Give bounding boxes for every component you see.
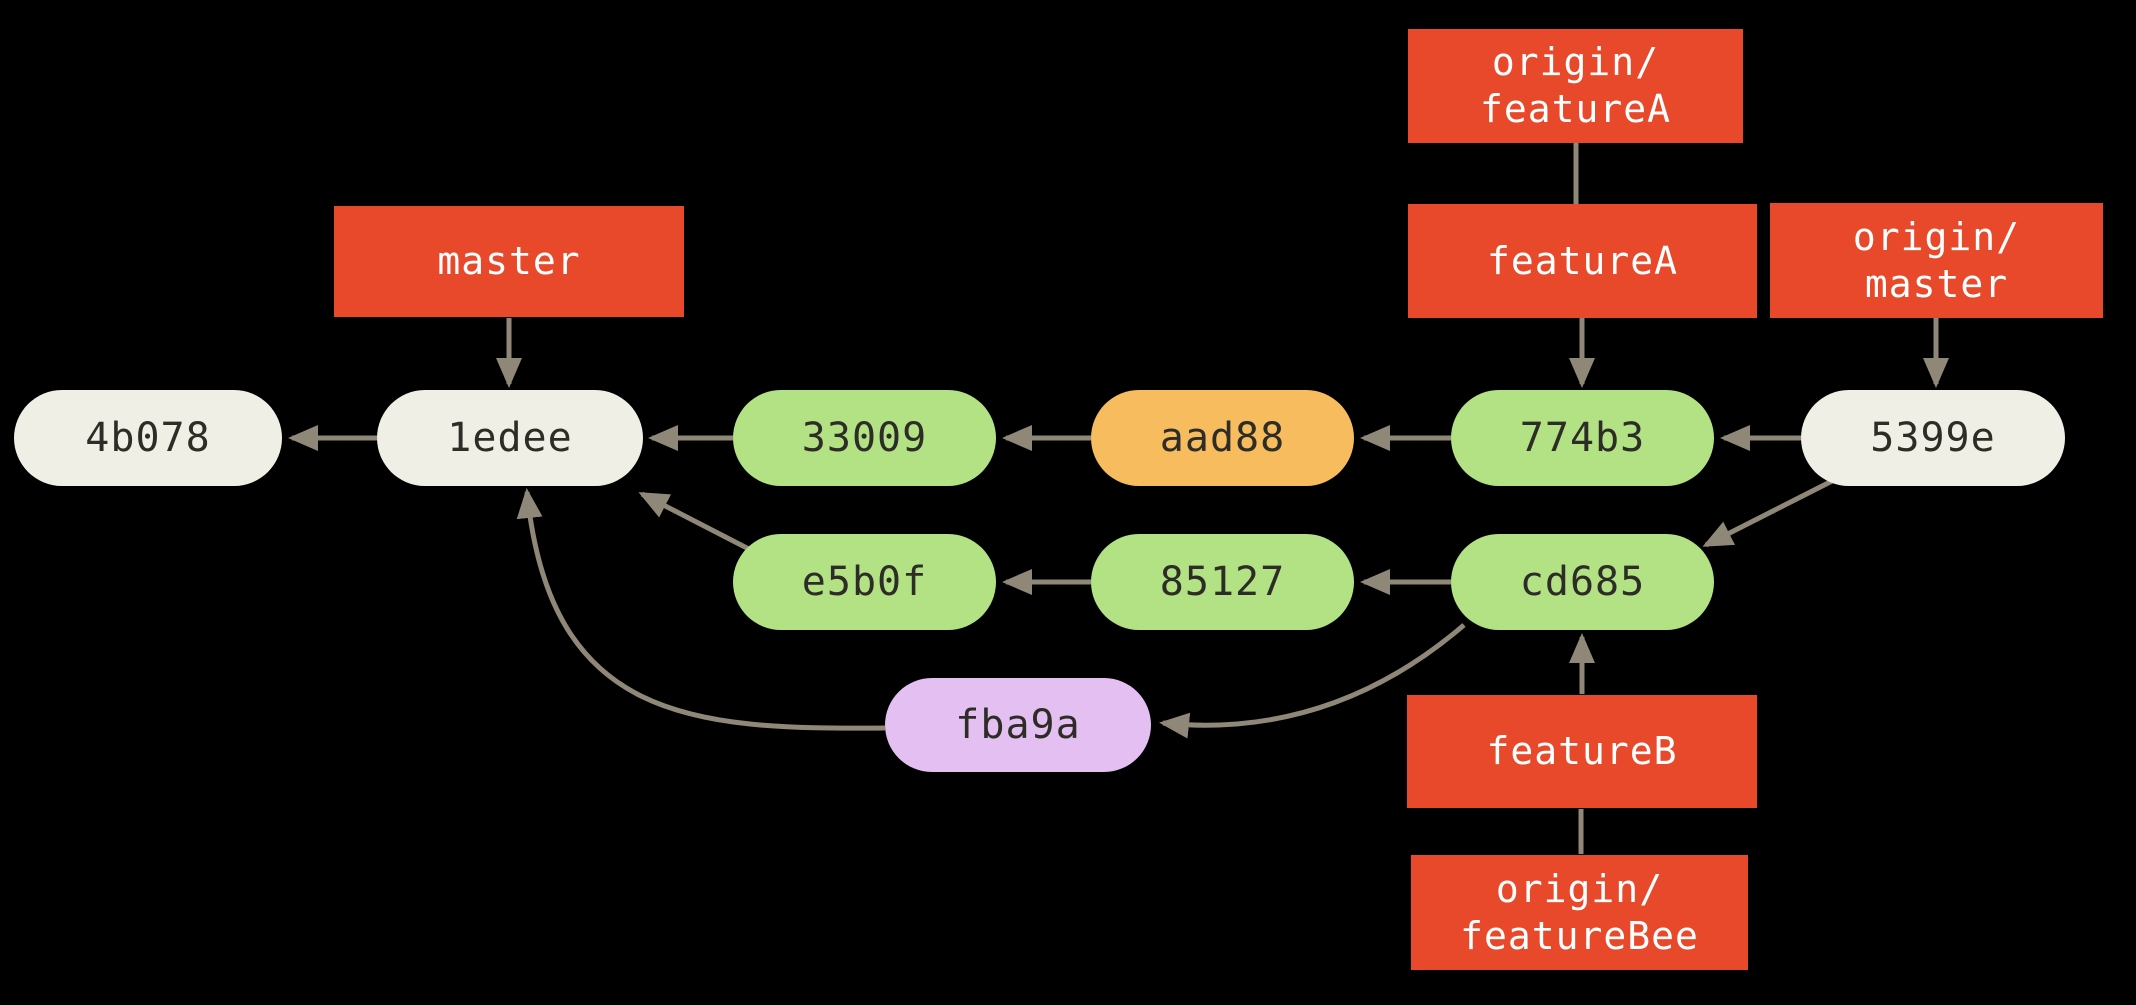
commit-hash: 5399e (1870, 415, 1996, 461)
branch-name: featureB (1486, 729, 1678, 773)
branch-label-master: master (334, 206, 684, 317)
branch-label-origin-featurebee: origin/ featureBee (1411, 855, 1748, 970)
edge-5399e-cd685 (1702, 475, 1840, 548)
branch-label-origin-featurea: origin/ featureA (1408, 29, 1743, 143)
commit-hash: cd685 (1519, 559, 1646, 605)
branch-label-featurea: featureA (1408, 204, 1757, 318)
commit-hash: e5b0f (801, 559, 928, 605)
branch-label-featureb: featureB (1407, 695, 1757, 808)
branch-name: master (437, 239, 581, 283)
commit-hash: aad88 (1159, 415, 1286, 461)
commit-node-4b078: 4b078 (14, 390, 282, 486)
commit-hash: 33009 (801, 415, 928, 461)
commit-node-aad88: aad88 (1091, 390, 1354, 486)
commit-node-33009: 33009 (733, 390, 996, 486)
commit-node-cd685: cd685 (1451, 534, 1714, 630)
commit-hash: 774b3 (1519, 415, 1646, 461)
commit-node-fba9a: fba9a (885, 678, 1151, 772)
branch-name: featureA (1486, 238, 1679, 283)
commit-node-1edee: 1edee (377, 390, 643, 486)
branch-label-origin-master: origin/ master (1770, 203, 2103, 318)
commit-node-e5b0f: e5b0f (733, 534, 996, 630)
branch-name: origin/ featureBee (1460, 866, 1699, 958)
commit-hash: 1edee (447, 415, 573, 461)
edge-fba9a-1edee (516, 488, 886, 731)
commit-hash: 4b078 (85, 415, 211, 461)
commit-node-5399e: 5399e (1801, 390, 2065, 486)
branch-name: origin/ master (1852, 214, 2021, 306)
commit-node-774b3: 774b3 (1451, 390, 1714, 486)
commit-hash: fba9a (955, 702, 1081, 748)
edge-cd685-fba9a (1159, 623, 1466, 739)
commit-node-85127: 85127 (1091, 534, 1354, 630)
commit-hash: 85127 (1159, 559, 1286, 605)
branch-name: origin/ featureA (1479, 40, 1672, 131)
